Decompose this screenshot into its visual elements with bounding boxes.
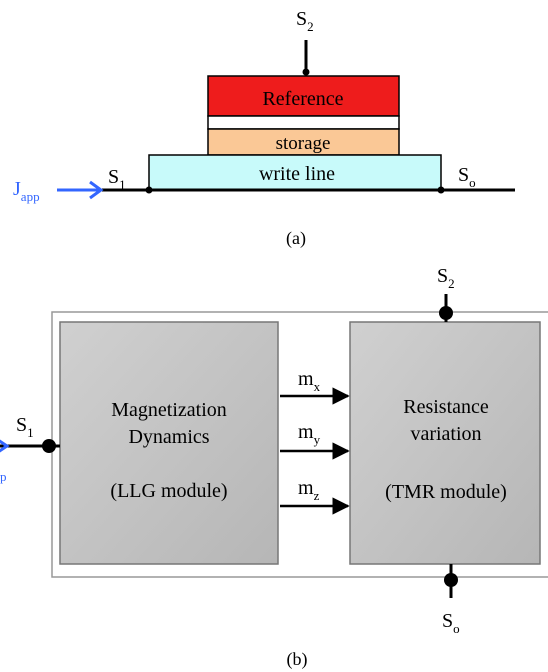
panel-a-right-terminal-label: So xyxy=(458,164,476,190)
panel-a-left-node xyxy=(145,186,153,194)
reference-label: Reference xyxy=(262,88,343,110)
storage-label: storage xyxy=(276,133,331,154)
panel-a-top-node xyxy=(302,68,310,76)
panel-a-left-terminal-label: S1 xyxy=(108,166,126,192)
storage-layer xyxy=(207,128,400,156)
current-label: Japp xyxy=(13,178,40,204)
tmr-module-line1: Resistance xyxy=(403,396,489,418)
current-arrow-head xyxy=(89,180,104,200)
panel-b-bottom-node xyxy=(444,573,458,587)
tmr-module-line2: variation xyxy=(410,423,481,445)
panel-a-top-terminal-label: S2 xyxy=(296,8,314,34)
tmr-module-line3: (TMR module) xyxy=(385,481,507,503)
panel-a-caption: (a) xyxy=(286,228,306,249)
signal-mx-label: mx xyxy=(298,368,321,394)
panel-b-left-terminal-label: S1 xyxy=(16,414,34,440)
panel-b-current-arrow-head xyxy=(0,439,10,453)
llg-module xyxy=(59,321,279,565)
panel-b-left-node xyxy=(42,439,56,453)
barrier-layer xyxy=(207,115,400,130)
panel-b: Magnetization Dynamics (LLG module) Resi… xyxy=(0,265,548,670)
panel-b-top-node xyxy=(439,306,453,320)
panel-a: S2 Reference storage write line S1 So Ja… xyxy=(13,8,515,249)
llg-module-line2: Dynamics xyxy=(128,426,209,448)
panel-b-caption: (b) xyxy=(287,649,308,670)
panel-a-right-node xyxy=(437,186,445,194)
write-line-label: write line xyxy=(259,163,335,185)
signal-mz-label: mz xyxy=(298,477,320,503)
panel-b-current-fragment: p xyxy=(0,469,7,484)
panel-b-top-terminal-label: S2 xyxy=(437,265,455,291)
llg-module-line3: (LLG module) xyxy=(110,480,227,502)
panel-b-bottom-terminal-label: So xyxy=(442,610,460,636)
signal-my-label: my xyxy=(298,421,321,447)
llg-module-line1: Magnetization xyxy=(111,399,227,421)
tmr-module xyxy=(349,321,541,565)
